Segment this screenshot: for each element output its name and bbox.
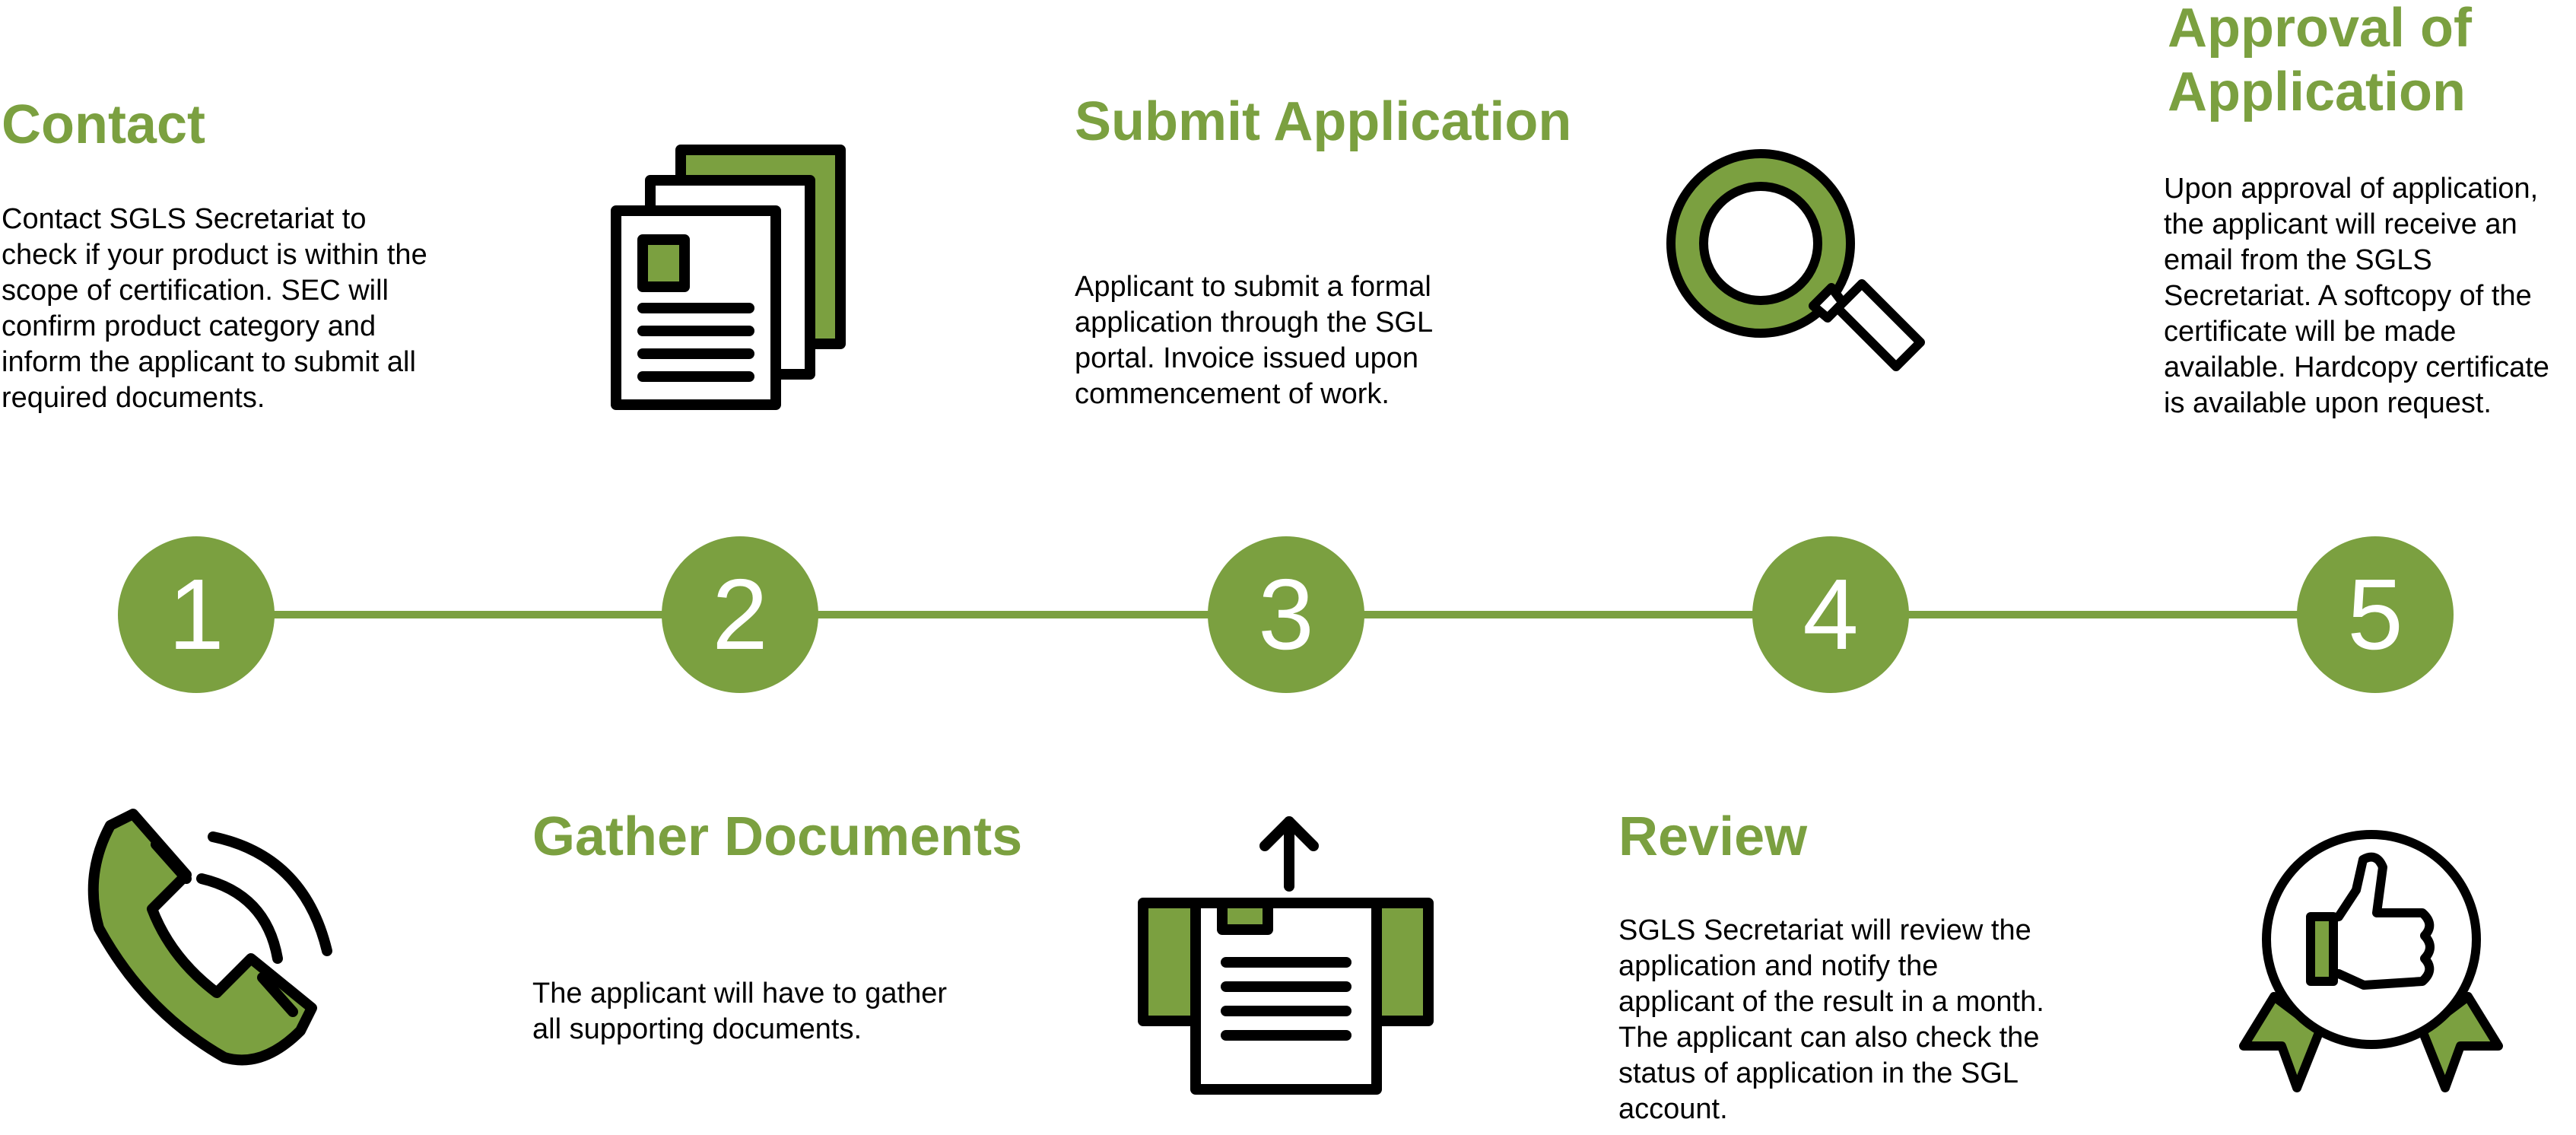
step-4-description: SGLS Secretariat will review the applica…	[1618, 914, 2044, 1125]
upload-form-icon	[1138, 816, 1434, 1095]
step-5-circle: 5	[2297, 536, 2454, 693]
documents-icon	[611, 145, 846, 410]
step-3-title: Submit Application	[1075, 91, 1572, 152]
step-5-description: Upon approval of application, the applic…	[2164, 173, 2549, 419]
step-2-circle: 2	[662, 536, 818, 693]
thumbs-up-badge-icon	[2239, 830, 2503, 1092]
step-1-title: Contact	[2, 94, 205, 155]
step-4-circle: 4	[1752, 536, 1909, 693]
step-4-title: Review	[1618, 806, 1808, 867]
step-1-description: Contact SGLS Secretariat to check if you…	[2, 203, 427, 414]
magnifier-icon	[1666, 149, 1925, 371]
step-3-circle: 3	[1208, 536, 1364, 693]
step-2-title: Gather Documents	[532, 806, 1023, 867]
step-2-description: The applicant will have to gather all su…	[532, 978, 947, 1045]
step-1-circle: 1	[118, 536, 275, 693]
step-3-description: Applicant to submit a formal application…	[1075, 271, 1432, 410]
phone-icon	[87, 809, 332, 1066]
step-5-title: Approval of Application	[2168, 0, 2473, 122]
